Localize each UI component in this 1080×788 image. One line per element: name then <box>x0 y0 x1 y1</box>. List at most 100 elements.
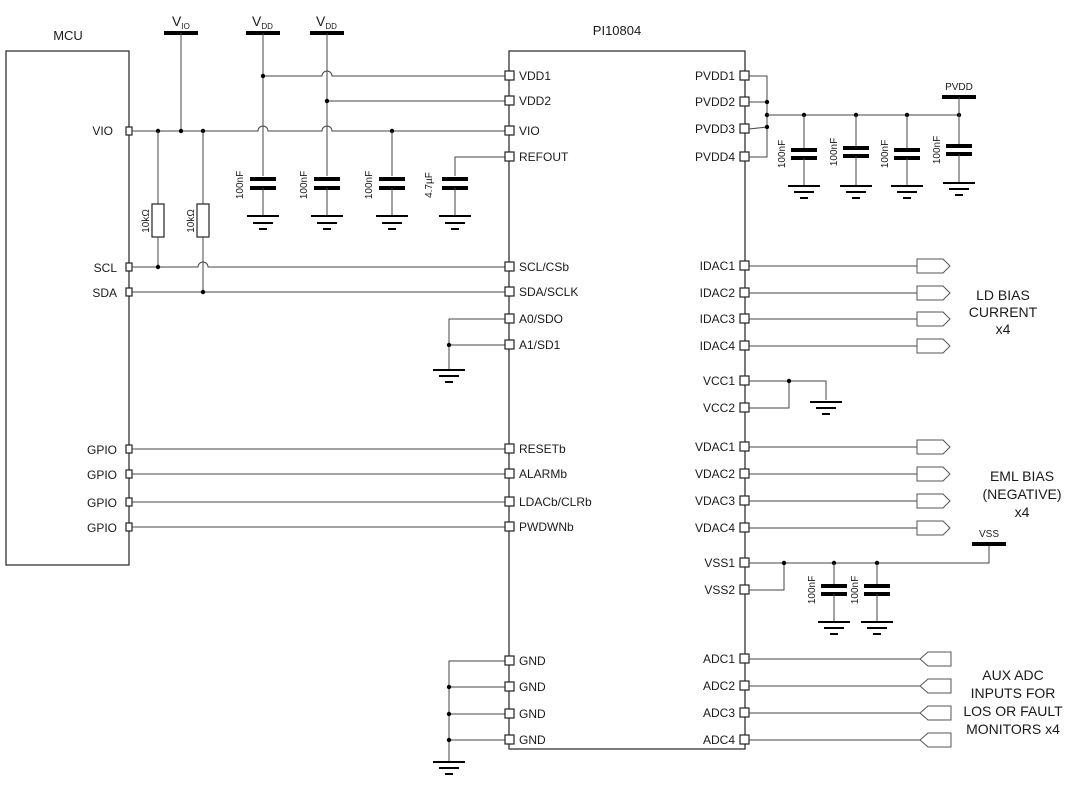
capacitor <box>439 177 471 230</box>
mcu-pin <box>125 469 133 479</box>
left-capacitors: 100nF 100nF 100nF 4.7µF <box>235 171 471 775</box>
resistor-value: 10kΩ <box>141 209 152 233</box>
chip-pin <box>739 151 750 162</box>
capacitor <box>861 563 893 635</box>
chip-pi10804: PI10804 VDD1VDD2VIOREFOUTSCL/CSbSDA/SCLK… <box>504 23 750 750</box>
chip-pin <box>739 375 750 386</box>
io-ports <box>916 258 952 748</box>
cap-value: 100nF <box>932 136 943 164</box>
vio-supply-label: VIO <box>172 13 190 31</box>
capacitor <box>788 115 820 199</box>
pvdd-capacitors: 100nF 100nF 100nF 100nF <box>777 115 975 199</box>
chip-pin <box>739 495 750 506</box>
chip-pin <box>504 734 515 745</box>
chip-pin-label: VIO <box>519 124 540 138</box>
chip-pin <box>504 521 515 532</box>
mcu-pin-sda-label: SDA <box>92 286 117 300</box>
chip-pin-label: GND <box>519 680 546 694</box>
mcu-block: MCU VIO SCL SDA GPIO GPIO GPIO GPIO <box>5 28 133 566</box>
aux-adc-note: LOS OR FAULT <box>963 703 1063 719</box>
ld-bias-note: x4 <box>996 321 1011 337</box>
mcu-pin <box>125 287 133 297</box>
chip-pin-label: REFOUT <box>519 150 569 164</box>
input-port <box>919 651 952 667</box>
chip-pin-label: VDAC2 <box>695 467 735 481</box>
chip-pin <box>739 707 750 718</box>
mcu-pin-vio-label: VIO <box>92 124 113 138</box>
chip-pin <box>739 70 750 81</box>
chip-pin-label: RESETb <box>519 442 566 456</box>
supply-rails: VIO VDD VDD <box>164 13 344 176</box>
eml-bias-note: x4 <box>1015 504 1030 520</box>
chip-body <box>508 50 746 750</box>
vss-supply-label: VSS <box>979 529 999 540</box>
chip-pin <box>739 313 750 324</box>
chip-pin <box>504 261 515 272</box>
output-port <box>916 493 951 509</box>
chip-pin <box>739 340 750 351</box>
ground-symbol <box>810 401 842 415</box>
capacitor <box>818 563 850 635</box>
chip-pin <box>739 734 750 745</box>
output-port <box>916 338 951 354</box>
chip-pin-label: ADC3 <box>703 706 735 720</box>
cap-value: 100nF <box>807 576 818 604</box>
right-wiring: PVDD VSS <box>748 75 1006 741</box>
chip-pin-label: SCL/CSb <box>519 260 569 274</box>
chip-pin <box>739 468 750 479</box>
cap-value: 100nF <box>850 576 861 604</box>
chip-pin-label: IDAC4 <box>700 339 736 353</box>
chip-pin-label: ADC2 <box>703 679 735 693</box>
eml-bias-note: (NEGATIVE) <box>982 486 1061 502</box>
chip-pin <box>504 286 515 297</box>
chip-pin-label: IDAC1 <box>700 259 736 273</box>
chip-pin-label: ALARMb <box>519 467 567 481</box>
chip-pin <box>504 443 515 454</box>
resistor <box>196 203 210 238</box>
capacitor <box>891 115 923 199</box>
chip-pin <box>504 468 515 479</box>
chip-pin <box>739 584 750 595</box>
chip-pin <box>504 708 515 719</box>
mcu-pin-gpio-label: GPIO <box>87 443 117 457</box>
output-port <box>916 520 951 536</box>
input-port <box>919 678 952 694</box>
capacitor <box>247 177 279 230</box>
chip-pin <box>739 96 750 107</box>
chip-pin-label: VSS2 <box>704 583 735 597</box>
mcu-pin <box>125 522 133 532</box>
capacitor <box>376 177 408 230</box>
ground-symbol <box>433 761 465 775</box>
chip-pin <box>739 557 750 568</box>
output-port <box>916 285 951 301</box>
ld-bias-note: LD BIAS <box>976 287 1030 303</box>
chip-pin <box>739 653 750 664</box>
mcu-pin-gpio-label: GPIO <box>87 496 117 510</box>
vdd-supply-label: VDD <box>252 13 273 31</box>
chip-pin <box>504 125 515 136</box>
chip-pin-label: PVDD3 <box>695 122 735 136</box>
chip-pin-label: VCC2 <box>703 401 735 415</box>
chip-pin-label: VDD2 <box>519 94 551 108</box>
chip-pin-label: VDD1 <box>519 69 551 83</box>
chip-pin <box>504 70 515 81</box>
chip-pin <box>504 681 515 692</box>
output-port <box>916 311 951 327</box>
chip-pin <box>504 151 515 162</box>
cap-value: 100nF <box>299 171 310 199</box>
aux-adc-note: AUX ADC <box>982 667 1043 683</box>
resistor-value: 10kΩ <box>186 209 197 233</box>
chip-pin-label: IDAC2 <box>700 286 736 300</box>
chip-pin <box>504 339 515 350</box>
cap-value: 100nF <box>829 138 840 166</box>
mcu-pin <box>125 497 133 507</box>
mcu-pin-gpio-label: GPIO <box>87 521 117 535</box>
output-port <box>916 258 951 274</box>
vdd-supply-label: VDD <box>316 13 337 31</box>
mcu-pin <box>125 262 133 272</box>
chip-pin <box>504 655 515 666</box>
cap-value: 100nF <box>235 171 246 199</box>
chip-pin-label: IDAC3 <box>700 312 736 326</box>
aux-adc-note: INPUTS FOR <box>971 685 1056 701</box>
chip-pin <box>504 496 515 507</box>
